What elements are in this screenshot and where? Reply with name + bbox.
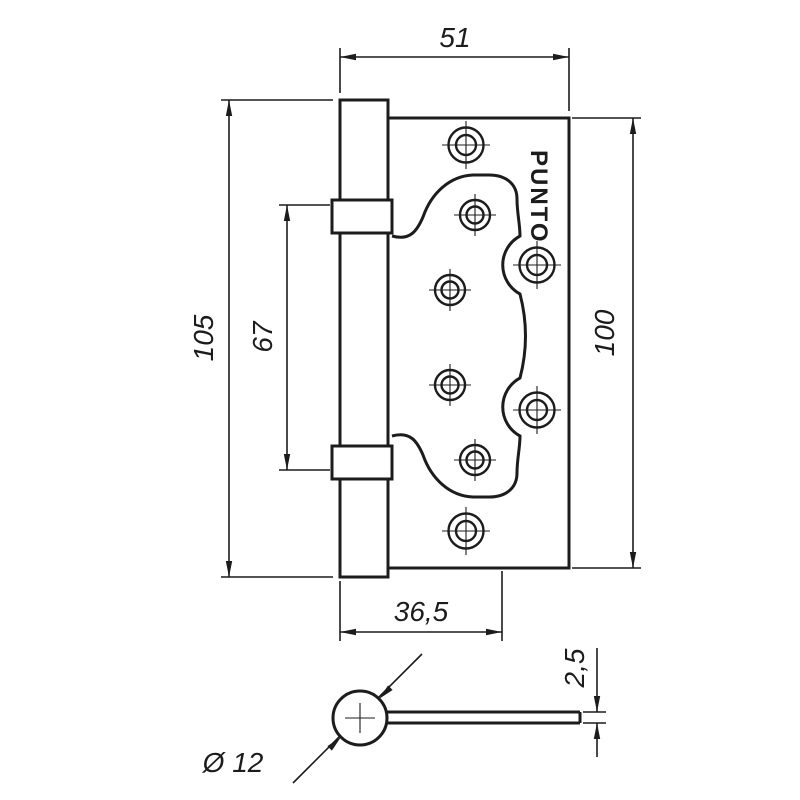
dimension-arrow — [593, 696, 601, 712]
dim-label-bottom-width: 36,5 — [394, 596, 449, 627]
front-view: PUNTO — [330, 98, 571, 579]
section-view: Ø 12 — [202, 653, 582, 784]
dim-label-thickness: 2,5 — [559, 648, 590, 688]
screw-hole — [511, 384, 563, 436]
dimension-arrow — [340, 628, 356, 636]
dim-label-diameter: Ø 12 — [202, 747, 264, 778]
dim-label-right-height: 100 — [589, 309, 620, 356]
dimension-arrow — [553, 53, 569, 61]
dimension-arrow — [486, 628, 502, 636]
hinge-barrel — [338, 98, 390, 579]
dim-thickness: 2,5 — [559, 648, 606, 757]
dim-label-top-width: 51 — [439, 22, 470, 53]
knuckle-sleeve-top — [330, 198, 394, 235]
dimension-arrow — [629, 118, 637, 134]
dimension-arrow — [225, 100, 233, 116]
dimension-arrow — [340, 53, 356, 61]
dimension-arrow — [593, 723, 601, 739]
dim-label-left-height: 105 — [188, 314, 219, 361]
dimension-arrow — [283, 454, 291, 470]
dim-bottom-width: 36,5 — [339, 571, 503, 641]
dimension-arrow — [327, 737, 341, 751]
screw-hole — [440, 119, 492, 171]
screw-hole — [440, 505, 492, 557]
knuckle-sleeve-bottom — [330, 444, 394, 481]
dim-right-height: 100 — [572, 117, 641, 569]
dimension-arrow — [283, 205, 291, 221]
dimension-arrow — [629, 552, 637, 568]
screw-hole — [511, 239, 563, 291]
dimension-arrow — [379, 685, 393, 699]
dimension-arrow — [225, 561, 233, 577]
dim-label-inner-height: 67 — [247, 320, 278, 353]
dim-top-width: 51 — [339, 22, 570, 111]
screw-hole — [427, 267, 473, 313]
screw-hole — [452, 437, 498, 483]
dim-left-height: 105 — [188, 99, 333, 578]
screw-hole — [452, 192, 498, 238]
dim-inner-height: 67 — [247, 204, 330, 471]
leaf-contour — [391, 173, 527, 499]
brand-label: PUNTO — [525, 150, 552, 244]
screw-hole — [427, 362, 473, 408]
